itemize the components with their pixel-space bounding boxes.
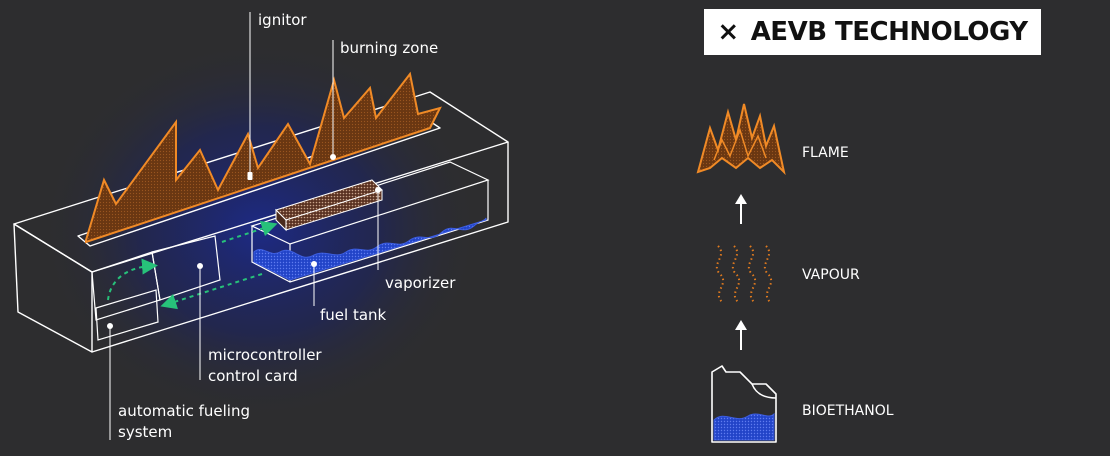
vaporizer-bar: [275, 179, 383, 232]
label-burning-zone: burning zone: [340, 39, 438, 57]
label-flame: FLAME: [802, 145, 849, 161]
bioethanol-canister-icon: [711, 365, 777, 443]
up-arrow-icon: [735, 194, 747, 224]
flame-icon: [696, 103, 786, 176]
close-icon[interactable]: ×: [717, 17, 739, 47]
leader-lines: [107, 12, 381, 440]
vapour-icon: [715, 245, 773, 303]
page-title: AEVB TECHNOLOGY: [750, 17, 1028, 47]
fuel-flow-arrows: [107, 220, 278, 310]
label-fueling-1: automatic fueling: [118, 402, 250, 420]
title-banner: × AEVB TECHNOLOGY: [704, 9, 1041, 55]
flame-icon-inner: [713, 127, 767, 161]
up-arrow-icon: [735, 320, 747, 350]
label-vapour: VAPOUR: [802, 267, 860, 283]
label-vaporizer: vaporizer: [385, 274, 456, 292]
label-fuel-tank: fuel tank: [320, 306, 387, 324]
label-microcontroller-1: microcontroller: [208, 346, 322, 364]
label-fueling-2: system: [118, 423, 172, 441]
label-ignitor: ignitor: [258, 11, 307, 29]
label-microcontroller-2: control card: [208, 367, 298, 385]
label-bioethanol: BIOETHANOL: [802, 403, 894, 419]
flame-shape: [85, 71, 442, 244]
